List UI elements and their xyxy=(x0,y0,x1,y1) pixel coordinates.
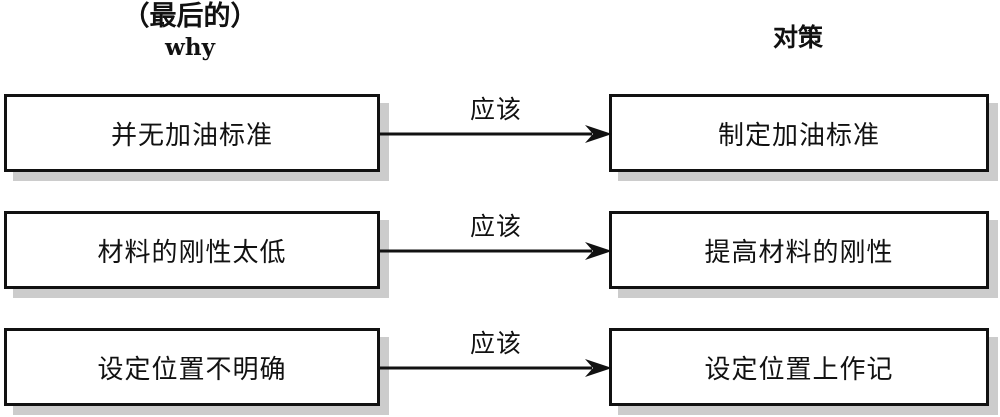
column-header-countermeasure: 对策 xyxy=(698,24,898,52)
countermeasure-box[interactable]: 设定位置上作记 xyxy=(609,328,989,406)
countermeasure-box[interactable]: 提高材料的刚性 xyxy=(609,211,989,289)
column-header-why-line1: （最后的） xyxy=(122,1,258,32)
diagram-row: 设定位置不明确 应该 设定位置上作记 xyxy=(0,328,1000,415)
column-header-countermeasure-line1: 对策 xyxy=(772,23,823,52)
cause-box[interactable]: 设定位置不明确 xyxy=(4,328,380,406)
countermeasure-box-label: 提高材料的刚性 xyxy=(704,237,894,268)
arrow-connector: 应该 xyxy=(380,328,612,406)
column-header-why-line2: why xyxy=(165,33,215,61)
cause-box-label: 材料的刚性太低 xyxy=(97,237,287,268)
arrow-icon xyxy=(380,242,612,260)
arrow-connector: 应该 xyxy=(380,94,612,172)
arrow-icon xyxy=(380,359,612,377)
column-header-why: （最后的） why xyxy=(90,2,290,60)
arrow-icon xyxy=(380,125,612,143)
arrow-label: 应该 xyxy=(469,329,522,358)
countermeasure-box[interactable]: 制定加油标准 xyxy=(609,94,989,172)
cause-box-label: 设定位置不明确 xyxy=(97,354,287,385)
arrow-connector: 应该 xyxy=(380,211,612,289)
countermeasure-box-label: 设定位置上作记 xyxy=(704,354,894,385)
cause-box[interactable]: 材料的刚性太低 xyxy=(4,211,380,289)
cause-box-label: 并无加油标准 xyxy=(110,120,273,151)
arrow-label: 应该 xyxy=(469,95,522,124)
cause-box[interactable]: 并无加油标准 xyxy=(4,94,380,172)
countermeasure-box-label: 制定加油标准 xyxy=(717,120,880,151)
diagram-row: 并无加油标准 应该 制定加油标准 xyxy=(0,94,1000,181)
arrow-label: 应该 xyxy=(469,212,522,241)
diagram-row: 材料的刚性太低 应该 提高材料的刚性 xyxy=(0,211,1000,298)
